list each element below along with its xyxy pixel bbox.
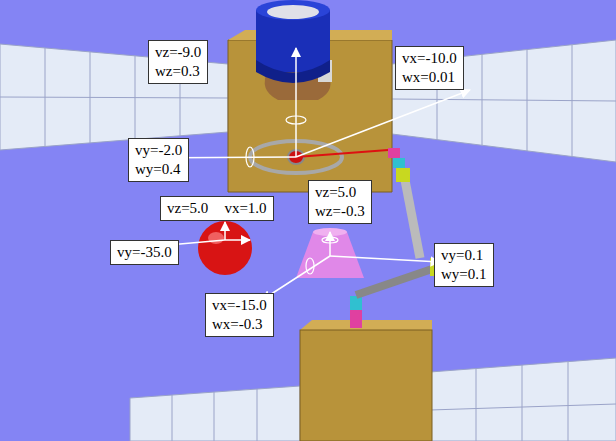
velocity-label: vz=5.0 vx=1.0 [160,196,274,221]
velocity-value: wx=-0.3 [212,315,267,334]
debris-objects [198,221,364,278]
velocity-value: vx=-15.0 [212,296,267,315]
robot-arm [350,148,446,328]
target-satellite [228,0,392,192]
velocity-value: wy=0.1 [441,265,487,284]
velocity-value: vz=5.0 [167,199,208,218]
velocity-value: wx=0.01 [402,68,457,87]
velocity-value: wy=0.4 [135,160,182,179]
velocity-label: vy=-2.0wy=0.4 [128,138,189,182]
velocity-value: vy=-35.0 [117,243,172,262]
velocity-label: vy=-35.0 [110,240,179,265]
servicer-satellite [300,320,432,441]
velocity-label: vx=-15.0wx=-0.3 [205,293,274,337]
velocity-value: vx=1.0 [224,199,266,218]
velocity-label: vz=-9.0wz=0.3 [148,40,208,84]
velocity-value: vy=0.1 [441,246,487,265]
velocity-value: vz=-9.0 [155,43,201,62]
velocity-value: wz=0.3 [155,62,201,81]
velocity-value: vx=-10.0 [402,49,457,68]
velocity-label: vz=5.0wz=-0.3 [308,180,372,224]
velocity-label: vy=0.1wy=0.1 [434,243,494,287]
velocity-value: wz=-0.3 [315,202,365,221]
velocity-label: vx=-10.0wx=0.01 [395,46,464,90]
velocity-value: vz=5.0 [315,183,365,202]
velocity-value: vy=-2.0 [135,141,182,160]
